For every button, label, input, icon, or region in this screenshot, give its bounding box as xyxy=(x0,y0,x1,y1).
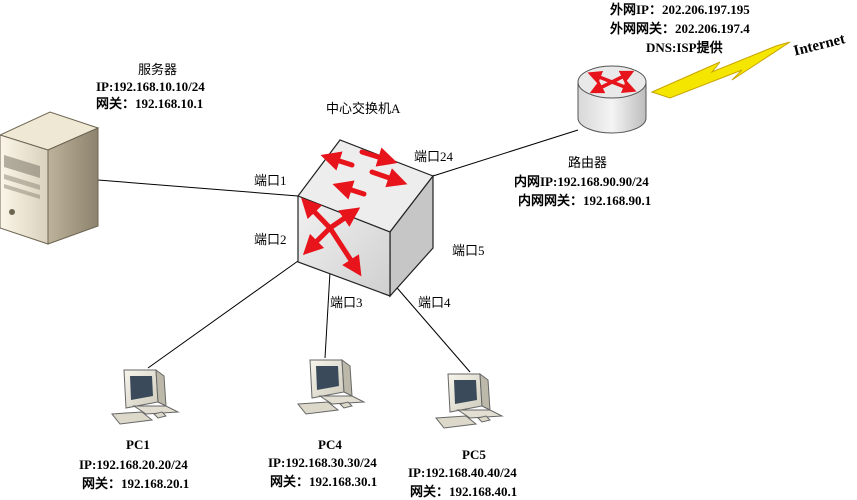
pc4-ip: IP:192.168.30.30/24 xyxy=(268,455,377,470)
router-icon xyxy=(577,65,647,134)
port1-label: 端口1 xyxy=(254,173,287,188)
pc1-gateway: 网关：192.168.20.1 xyxy=(82,476,190,491)
pc-icon xyxy=(111,368,180,425)
pc4-gateway: 网关：192.168.30.1 xyxy=(270,474,378,489)
link-pc4-port3 xyxy=(324,271,331,359)
server-ip: IP:192.168.10.10/24 xyxy=(96,79,205,94)
switch-icon xyxy=(297,139,434,298)
router-dns: DNS:ISP提供 xyxy=(646,40,723,55)
port3-label: 端口3 xyxy=(330,295,363,310)
lightning-icon xyxy=(650,41,791,99)
pc5-name: PC5 xyxy=(462,447,486,462)
links xyxy=(97,129,579,373)
server-name: 服务器 xyxy=(138,62,178,77)
pc-icon xyxy=(297,358,366,415)
link-pc1-port2 xyxy=(147,255,306,369)
pc5-ip: IP:192.168.40.40/24 xyxy=(408,465,517,480)
pc4-name: PC4 xyxy=(318,437,342,452)
pc-icon xyxy=(435,372,504,429)
switch-name: 中心交换机A xyxy=(326,101,401,116)
server-gateway: 网关：192.168.10.1 xyxy=(96,96,204,111)
server-icon xyxy=(0,111,100,245)
pc1-name: PC1 xyxy=(126,437,150,452)
link-server-port1 xyxy=(97,179,299,197)
link-router-port24 xyxy=(432,129,579,177)
pc1-ip: IP:192.168.20.20/24 xyxy=(79,457,188,472)
router-name: 路由器 xyxy=(568,155,608,170)
port4-label: 端口4 xyxy=(418,295,451,310)
port5-label: 端口5 xyxy=(452,243,485,258)
port2-label: 端口2 xyxy=(254,232,287,247)
router-wan-gateway: 外网网关：202.206.197.4 xyxy=(610,21,750,36)
port24-label: 端口24 xyxy=(414,149,454,164)
link-pc5-port4 xyxy=(384,273,471,373)
router-lan-gateway: 内网网关：192.168.90.1 xyxy=(518,193,652,208)
pc5-gateway: 网关：192.168.40.1 xyxy=(410,484,518,499)
router-wan-ip: 外网IP：202.206.197.195 xyxy=(610,2,750,17)
router-lan-ip: 内网IP:192.168.90.90/24 xyxy=(514,174,649,189)
